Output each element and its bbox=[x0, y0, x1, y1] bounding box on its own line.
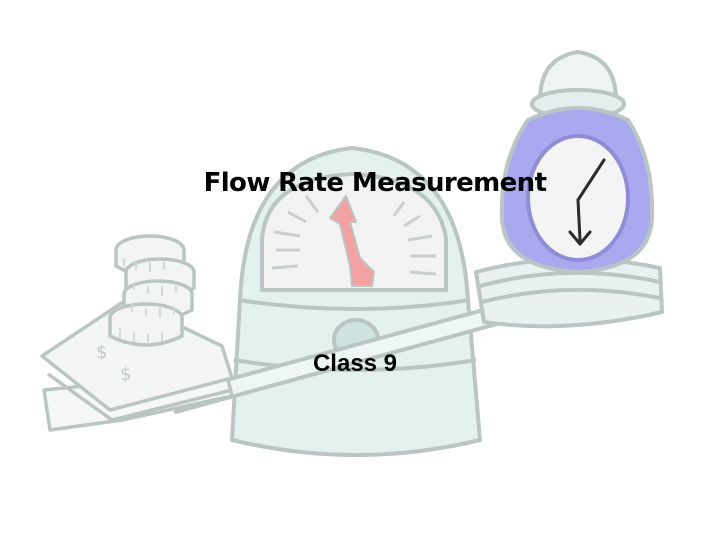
svg-text:$: $ bbox=[120, 364, 131, 385]
slide-title: Flow Rate Measurement bbox=[203, 168, 547, 198]
svg-text:$: $ bbox=[96, 342, 107, 363]
slide-subtitle: Class 9 bbox=[312, 350, 398, 377]
coin-stack-icon bbox=[108, 234, 196, 347]
cash-bills-icon: $ $ bbox=[40, 298, 234, 432]
clock-icon bbox=[499, 50, 655, 274]
